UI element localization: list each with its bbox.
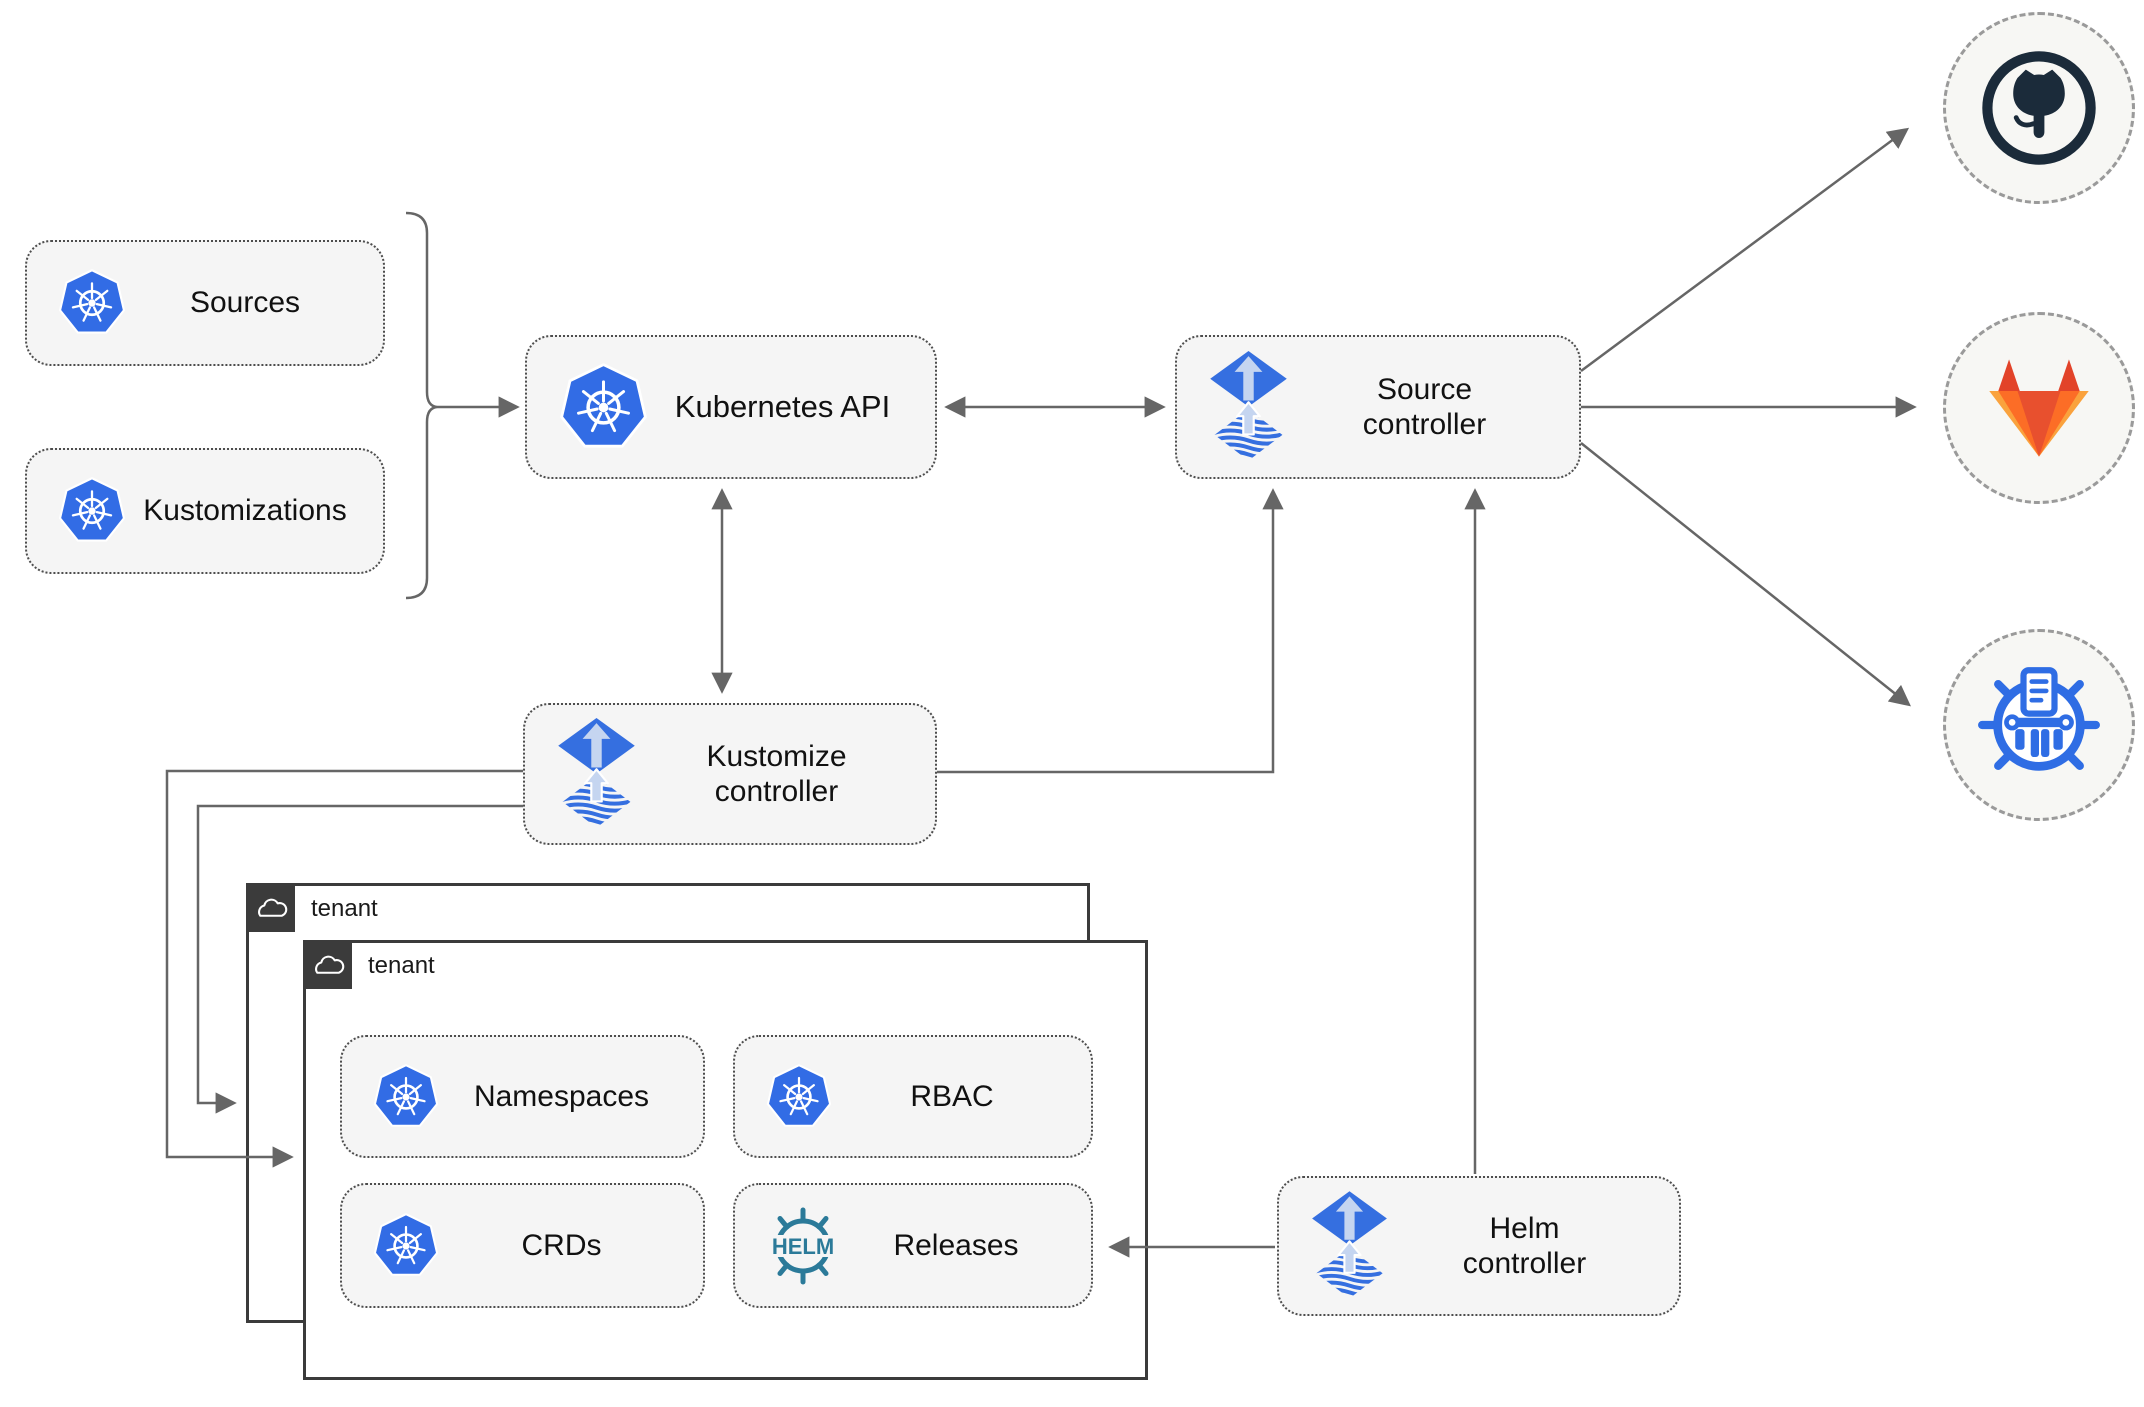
node-label: Helm controller (1392, 1211, 1657, 1282)
edge-sourcecontroller-to-chartmuseum (1580, 442, 1911, 707)
flux-icon (1205, 350, 1292, 465)
node-releases: HELM Releases (733, 1183, 1093, 1308)
kubernetes-icon (763, 1061, 835, 1133)
node-label-line1: Helm (1489, 1211, 1560, 1245)
node-kustomize-controller: Kustomize controller (523, 703, 937, 845)
github-icon (1982, 51, 2096, 165)
node-label: Kubernetes API (674, 388, 891, 424)
node-sources: Sources (25, 240, 385, 366)
svg-text:HELM: HELM (772, 1234, 834, 1259)
kubernetes-icon (55, 474, 129, 548)
kubernetes-icon (55, 266, 129, 340)
remote-gitlab (1943, 312, 2135, 504)
node-source-controller: Source controller (1175, 335, 1581, 479)
tenant-tab (303, 940, 352, 989)
cloud-icon (315, 955, 345, 974)
cloud-icon (258, 898, 288, 917)
remote-github (1943, 12, 2135, 204)
node-label: Releases (893, 1228, 1019, 1262)
chartmuseum-icon (1978, 667, 2100, 771)
node-namespaces: Namespaces (340, 1035, 705, 1158)
flux-icon (553, 717, 640, 832)
node-rbac: RBAC (733, 1035, 1093, 1158)
edge-sourcecontroller-to-github (1580, 127, 1910, 373)
node-label-line2: controller (1462, 1247, 1587, 1280)
kubernetes-icon (370, 1210, 442, 1282)
tenant-box-inner: tenant (303, 940, 1148, 1380)
flux-icon (1307, 1190, 1392, 1303)
node-label: Namespaces (473, 1079, 650, 1113)
node-label-line2: controller (1362, 408, 1487, 441)
node-label: Kustomize controller (640, 739, 913, 810)
remote-chartmuseum (1943, 629, 2135, 821)
node-label-line2: controller (714, 775, 839, 808)
node-label: Source controller (1292, 372, 1557, 443)
helm-icon: HELM (763, 1206, 843, 1286)
tenant-tab (246, 883, 295, 932)
node-label-line1: Kustomize (706, 739, 847, 773)
node-helm-controller: Helm controller (1277, 1176, 1681, 1316)
edge-kustomize-to-sourcecontroller (937, 488, 1284, 774)
brace-sources-group (405, 211, 438, 600)
node-label-line1: Source (1376, 372, 1473, 406)
gitlab-icon (1989, 359, 2089, 457)
node-label: Kustomizations (143, 494, 347, 528)
node-label: RBAC (910, 1079, 994, 1113)
kubernetes-icon (370, 1061, 442, 1133)
node-label: CRDs (521, 1228, 602, 1262)
node-crds: CRDs (340, 1183, 705, 1308)
tenant-label: tenant (311, 895, 378, 922)
node-kustomizations: Kustomizations (25, 448, 385, 574)
node-kubernetes-api: Kubernetes API (525, 335, 937, 479)
tenant-label: tenant (368, 952, 435, 979)
kubernetes-icon (555, 359, 652, 456)
node-label: Sources (189, 286, 301, 320)
